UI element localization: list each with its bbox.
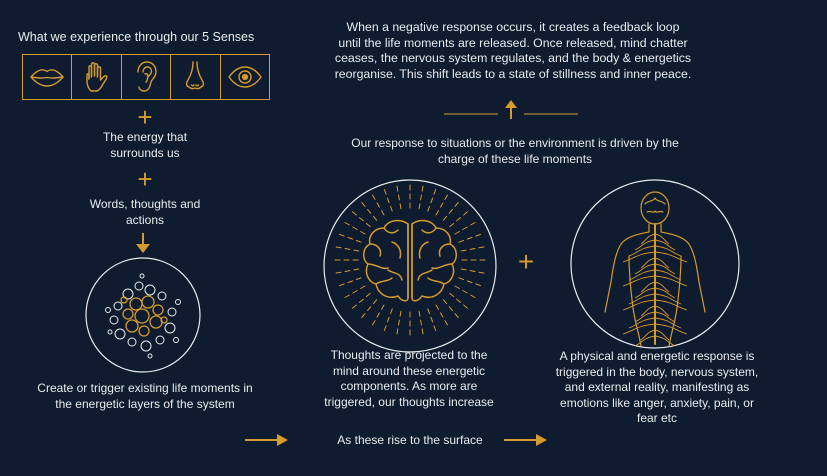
arrow-right-icon <box>245 434 288 446</box>
plus-icon: + <box>137 102 153 132</box>
brain-icon <box>323 179 497 353</box>
arrow-right-icon <box>504 434 547 446</box>
eye-icon <box>221 55 269 99</box>
physical-text: A physical and energetic response is tri… <box>555 349 759 425</box>
words-text: Words, thoughts and actions <box>89 197 201 227</box>
lips-icon <box>23 55 73 99</box>
nervous-system-icon <box>570 179 740 349</box>
hand-icon <box>72 55 122 99</box>
nose-icon <box>171 55 221 99</box>
plus-icon: + <box>137 164 153 194</box>
rise-text: As these rise to the surface <box>337 433 483 447</box>
create-text: Create or trigger existing life moments … <box>37 381 253 411</box>
energy-text: The energy that surrounds us <box>102 130 188 160</box>
senses-title: What we experience through our 5 Senses <box>18 30 255 44</box>
arrow-up-icon <box>444 100 578 119</box>
senses-box <box>22 54 270 100</box>
plus-icon: + <box>517 246 535 277</box>
response-text: Our response to situations or the enviro… <box>351 136 679 166</box>
thoughts-text: Thoughts are projected to the mind aroun… <box>324 348 494 409</box>
energy-bubbles-icon <box>85 257 201 373</box>
ear-icon <box>122 55 172 99</box>
feedback-text: When a negative response occurs, it crea… <box>334 20 692 81</box>
arrow-down-icon <box>136 233 150 253</box>
